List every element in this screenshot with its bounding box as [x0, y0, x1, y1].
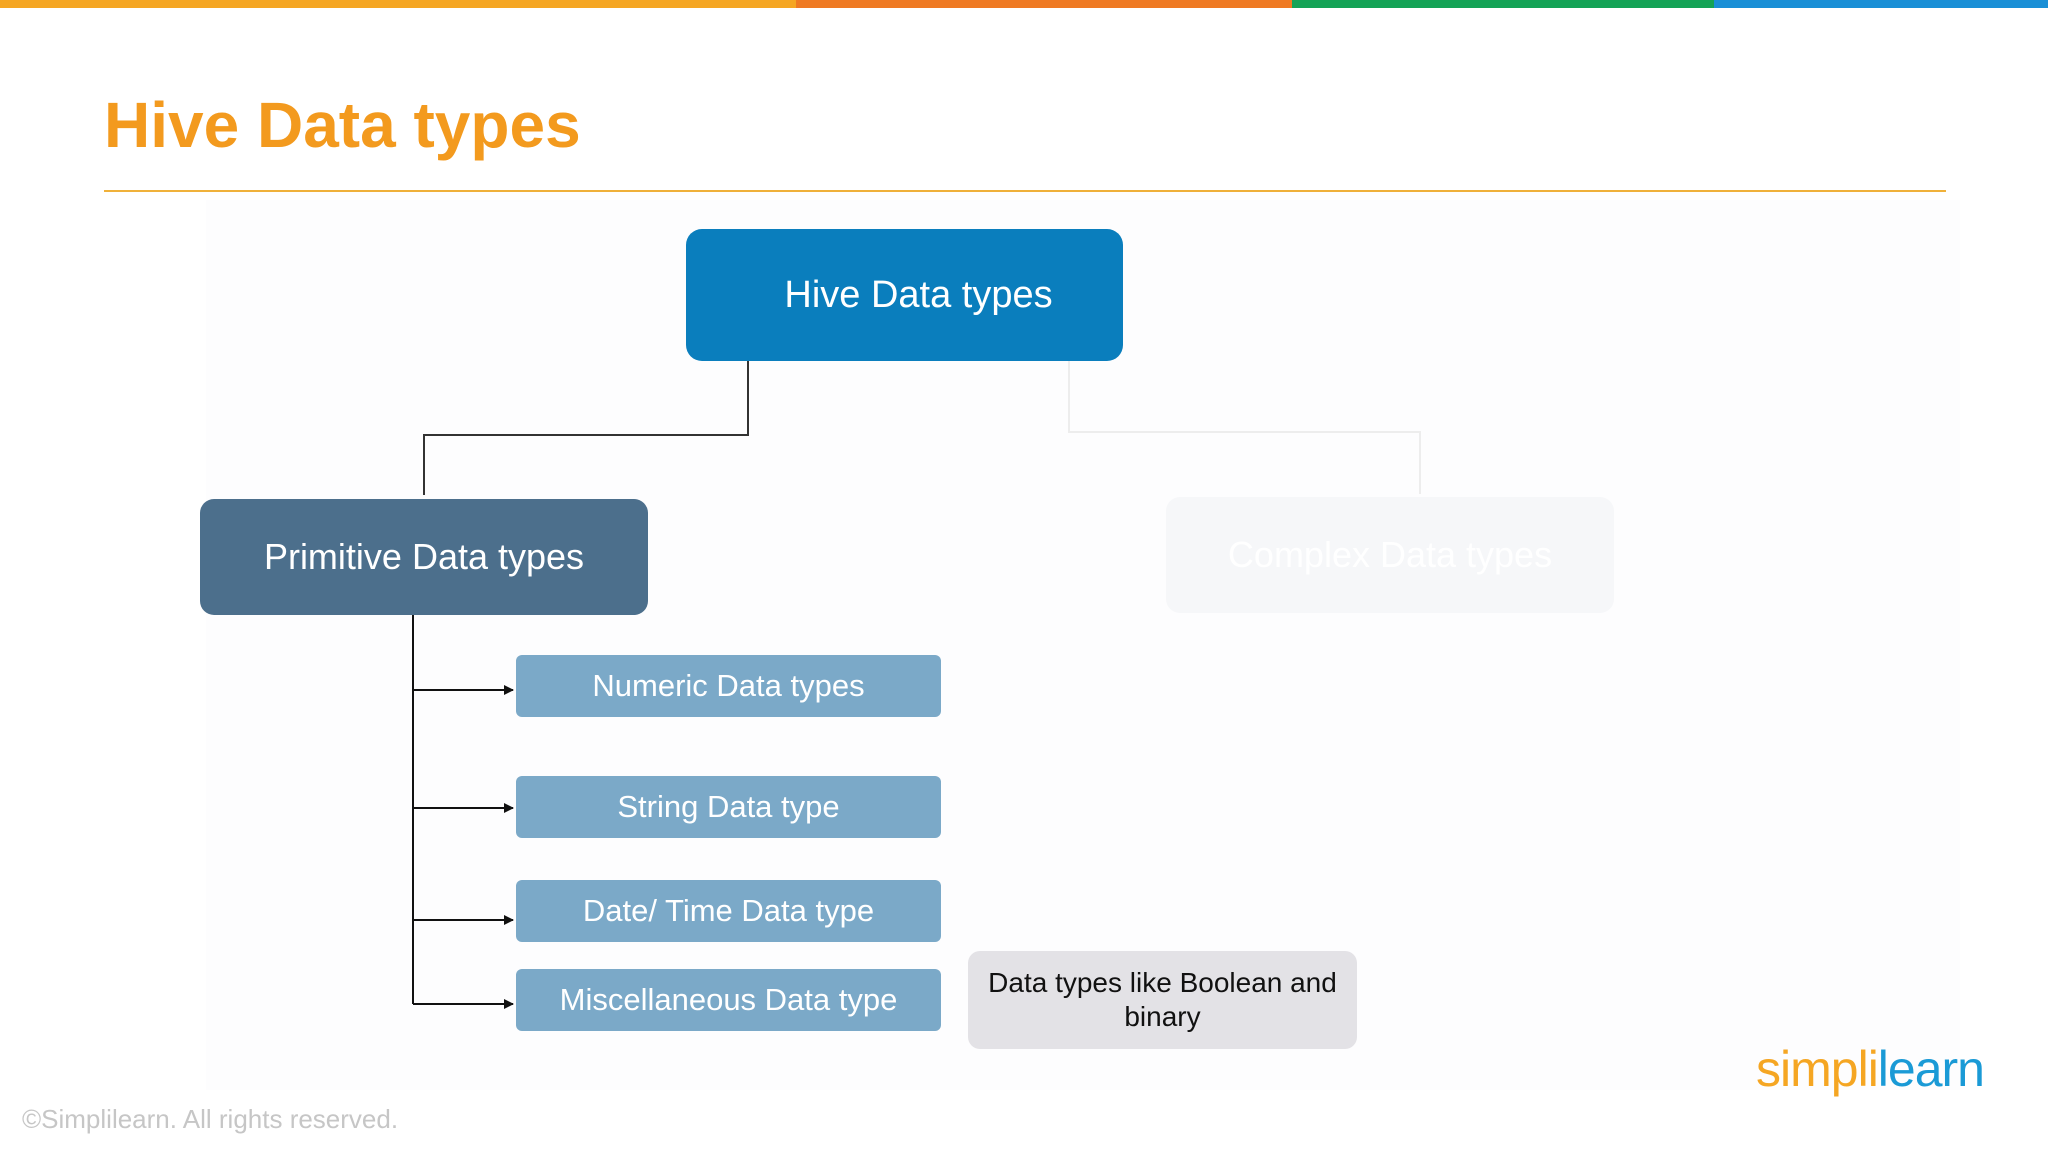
note-boolean-binary: Data types like Boolean and binary — [968, 951, 1357, 1049]
logo-part-learn: learn — [1877, 1041, 1985, 1097]
leaf-numeric-data-types: Numeric Data types — [516, 655, 941, 717]
logo-mark: i — [1867, 1041, 1879, 1097]
leaf-datetime-data-type: Date/ Time Data type — [516, 880, 941, 942]
copyright-text: ©Simplilearn. All rights reserved. — [22, 1104, 399, 1134]
root-node-hive-data-types: Hive Data types — [686, 229, 1123, 361]
node-complex-data-types: Complex Data types — [1166, 497, 1614, 613]
topbar-segment-blue — [1714, 0, 2048, 8]
connector-root-to-complex — [1068, 361, 1421, 494]
leaf-miscellaneous-data-type: Miscellaneous Data type — [516, 969, 941, 1031]
title-divider — [104, 190, 1946, 192]
connector-root-to-primitive — [423, 361, 749, 495]
logo-part-simpl: simpl — [1756, 1041, 1869, 1097]
simplilearn-logo: simplilearn — [1756, 1040, 1985, 1098]
topbar-segment-orange — [0, 0, 796, 8]
top-color-bar — [0, 0, 2048, 8]
topbar-segment-green — [1292, 0, 1714, 8]
slide-title: Hive Data types — [104, 89, 581, 161]
leaf-string-data-type: String Data type — [516, 776, 941, 838]
topbar-segment-dark-orange — [796, 0, 1292, 8]
node-primitive-data-types: Primitive Data types — [200, 499, 648, 615]
